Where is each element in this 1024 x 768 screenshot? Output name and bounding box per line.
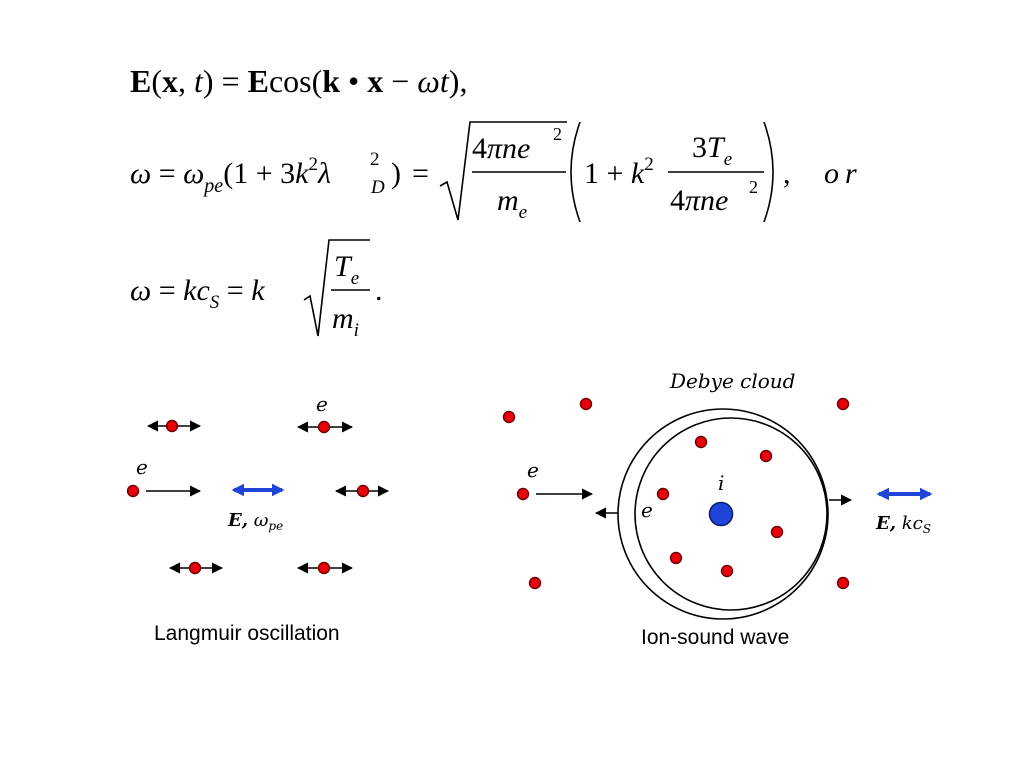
electron <box>694 435 708 449</box>
ion-sound-diagram: Debye cloud i e e E, kcS Ion-s <box>502 369 933 649</box>
sqrt-sign <box>439 121 567 221</box>
incoming-electron <box>126 484 140 498</box>
svg-text:mi: mi <box>332 302 359 341</box>
svg-text:3Te: 3Te <box>692 131 732 170</box>
langmuir-diagram: e e E, ωpe Langmuir oscillation <box>126 392 390 645</box>
ion <box>708 501 734 527</box>
electron <box>836 576 850 590</box>
svg-text:): ) <box>391 157 401 190</box>
svg-text:1 + k2: 1 + k2 <box>584 154 654 190</box>
oscillating-electron <box>146 419 202 433</box>
equation-langmuir-dispersion: ω = ωpe(1 + 3k2λ 2 D ) = 4πne 2 me 1 + k… <box>130 121 863 223</box>
svg-text:,: , <box>783 157 791 190</box>
svg-text:.: . <box>375 274 383 307</box>
oscillating-electron <box>296 561 354 575</box>
svg-text:me: me <box>497 184 527 223</box>
inner-electron-label: e <box>641 498 653 522</box>
svg-text:E(x, t) = Ecos(k • x − ωt),: E(x, t) = Ecos(k • x − ωt), <box>130 63 467 99</box>
svg-text:=: = <box>412 157 429 190</box>
svg-text:4πne: 4πne <box>670 184 728 217</box>
electron <box>720 564 734 578</box>
svg-text:ω = kcS = k: ω = kcS = k <box>130 274 265 313</box>
electron <box>502 410 516 424</box>
debye-cloud-inner <box>634 417 828 611</box>
svg-text:4πne: 4πne <box>472 132 530 165</box>
electron-label: e <box>316 392 328 416</box>
electron <box>656 487 670 501</box>
caption-ion-sound: Ion-sound wave <box>641 626 789 649</box>
electron <box>770 525 784 539</box>
electron <box>836 397 850 411</box>
electron <box>759 449 773 463</box>
incoming-electron-label: e <box>136 455 148 479</box>
svg-text:Te: Te <box>334 250 359 289</box>
svg-text:2: 2 <box>749 177 758 197</box>
svg-text:2: 2 <box>370 149 380 170</box>
field-label: E, kcS <box>875 513 931 536</box>
caption-langmuir: Langmuir oscillation <box>154 622 340 645</box>
electron <box>669 551 683 565</box>
svg-text:2: 2 <box>553 124 562 144</box>
oscillating-electron <box>168 561 224 575</box>
svg-text:or: or <box>824 157 863 190</box>
oscillating-electron <box>334 484 390 498</box>
ion-label: i <box>718 471 724 495</box>
field-label: E, ωpe <box>227 510 283 533</box>
svg-text:ω = ωpe(1 + 3k2λ: ω = ωpe(1 + 3k2λ <box>130 154 331 197</box>
sqrt-sign-small <box>303 239 370 337</box>
electron <box>528 576 542 590</box>
svg-text:D: D <box>370 177 385 198</box>
incoming-electron-label: e <box>527 458 539 482</box>
debye-cloud-label: Debye cloud <box>669 369 796 393</box>
equation-wave-field: E(x, t) = Ecos(k • x − ωt), <box>130 63 467 99</box>
incoming-electron <box>516 487 530 501</box>
debye-cloud-outer <box>617 408 829 620</box>
electron <box>579 397 593 411</box>
equation-ion-sound: ω = kcS = k Te mi . <box>130 239 383 341</box>
oscillating-electron <box>296 420 354 434</box>
